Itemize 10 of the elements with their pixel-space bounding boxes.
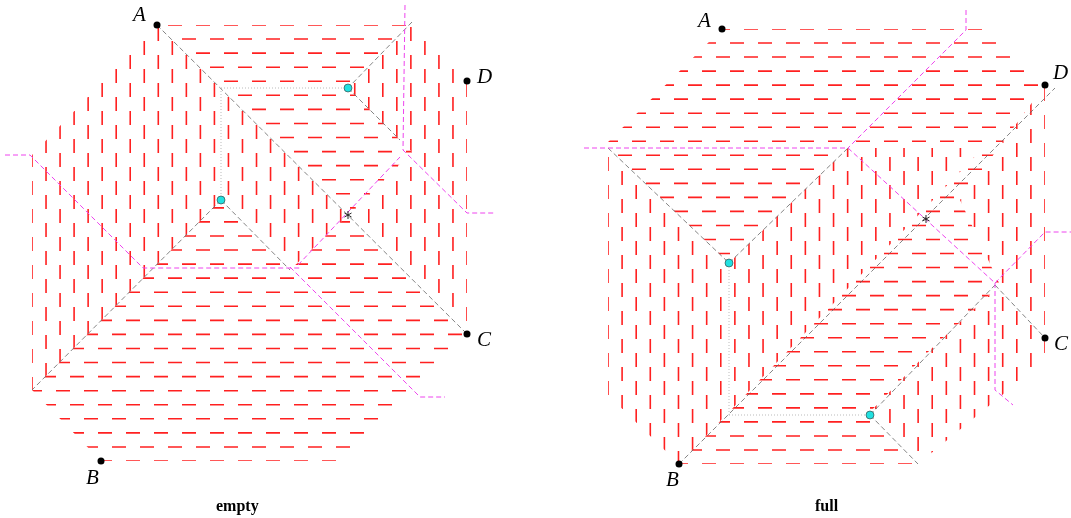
point-label: A (698, 10, 711, 31)
point-label: B (86, 467, 99, 488)
point-label: A (133, 4, 146, 25)
panel-caption: empty (216, 498, 259, 514)
point-label: D (477, 66, 493, 87)
point-label: D (1053, 62, 1069, 83)
point-label: C (1054, 333, 1068, 354)
point-label: C (477, 329, 491, 350)
panel-caption: full (815, 498, 839, 514)
point-label: B (666, 469, 679, 490)
